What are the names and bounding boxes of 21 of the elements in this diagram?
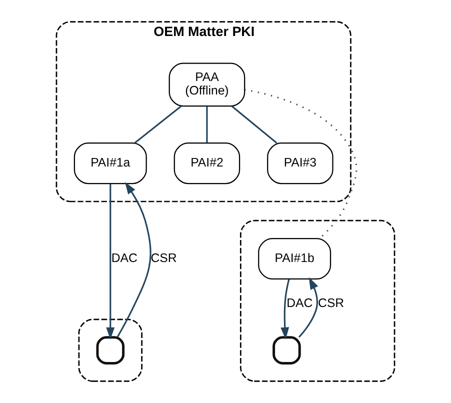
edge-label: CSR xyxy=(150,250,177,265)
arrow xyxy=(298,277,318,338)
node-box: PAI#1b xyxy=(258,238,332,280)
connector xyxy=(231,106,278,144)
edge-label: DAC xyxy=(286,296,313,310)
node-box: PAI#1a xyxy=(74,142,147,184)
arrow xyxy=(106,184,115,340)
connector xyxy=(206,106,208,143)
connector xyxy=(244,88,358,239)
edge-label: CSR xyxy=(318,296,344,310)
node-box xyxy=(272,336,301,364)
node-box xyxy=(96,336,125,364)
arrow xyxy=(280,279,290,340)
cluster xyxy=(240,220,396,382)
edge-label: DAC xyxy=(111,250,138,265)
cluster xyxy=(78,318,142,382)
connector xyxy=(134,106,182,144)
arrow xyxy=(116,182,152,338)
node-box: PAA (Offline) xyxy=(168,62,246,107)
node-box: PAI#2 xyxy=(174,142,240,184)
node-box: PAI#3 xyxy=(267,142,334,184)
